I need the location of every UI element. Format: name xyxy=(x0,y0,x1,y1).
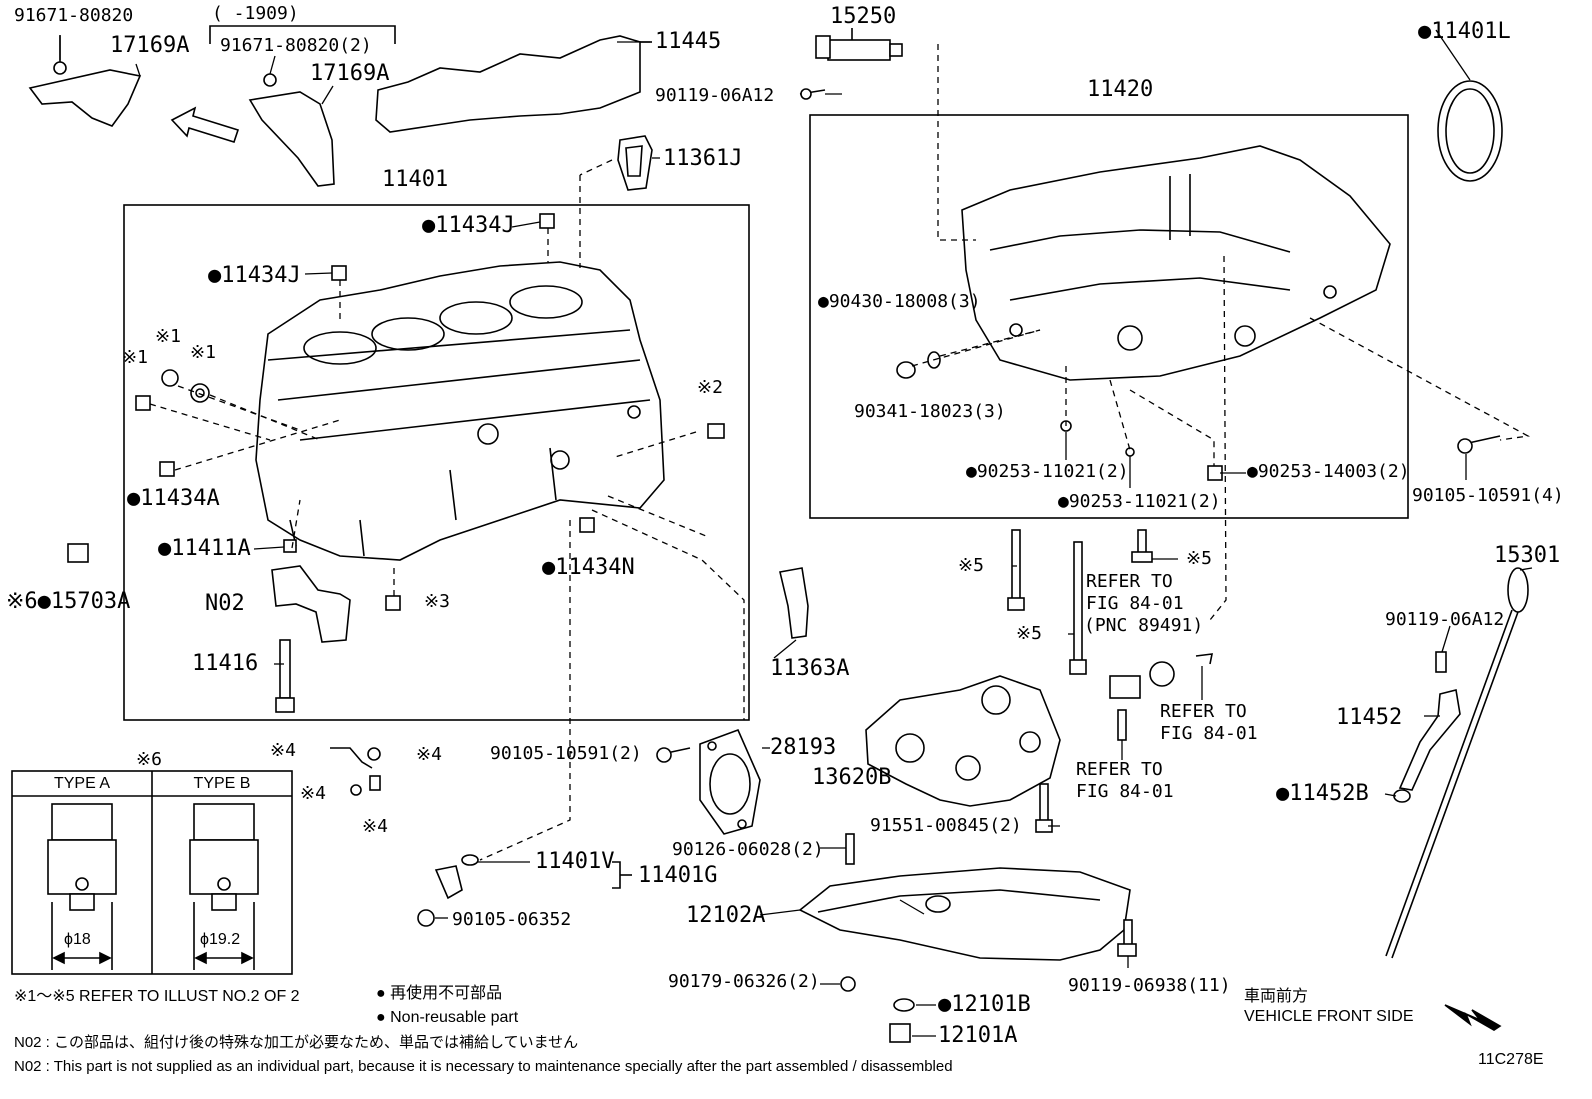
label-11445: 11445 xyxy=(655,29,722,54)
cylinder-block-frame xyxy=(123,204,750,721)
label-11411a: ●11411A xyxy=(158,536,251,561)
label-11401g: 11401G xyxy=(638,863,718,888)
label-11434n: ●11434N xyxy=(542,555,635,580)
legend-nonreuse-jp: ● 再使用不可部品 xyxy=(376,985,503,1002)
legend-refer-note: ※1～※5 REFER TO ILLUST NO.2 OF 2 xyxy=(14,988,300,1005)
label-90119-06938: 90119-06938(11) xyxy=(1068,975,1231,996)
label-15301: 15301 xyxy=(1494,543,1561,568)
label-11420: 11420 xyxy=(1087,77,1154,102)
type-b-header: TYPE B xyxy=(193,775,251,792)
label-note1-c: ※1 xyxy=(122,347,148,368)
label-11416: 11416 xyxy=(192,651,259,676)
label-note5-b: ※5 xyxy=(1186,548,1212,569)
label-90105-06352: 90105-06352 xyxy=(452,909,572,930)
label-refer1-line2: FIG 84-01 xyxy=(1086,593,1184,614)
label-90105-10591-2: 90105-10591(2) xyxy=(490,743,642,764)
label-91551-00845: 91551-00845(2) xyxy=(870,815,1022,836)
legend-n02-jp: N02 : この部品は、組付け後の特殊な加工が必要なため、単品では補給していませ… xyxy=(14,1034,579,1051)
label-91671-80820-2: 91671-80820(2) xyxy=(220,35,372,56)
label-11434j-a: ●11434J xyxy=(422,213,515,238)
dimension-18: ϕ18 xyxy=(64,931,91,948)
legend-n02-en: N02 : This part is not supplied as an in… xyxy=(14,1058,953,1075)
label-note5-c: ※5 xyxy=(1016,623,1042,644)
dimension-19-2: ϕ19.2 xyxy=(200,931,241,948)
label-12101b: ●12101B xyxy=(938,992,1031,1017)
label-90179-06326: 90179-06326(2) xyxy=(668,971,820,992)
label-91671-80820: 91671-80820 xyxy=(14,5,134,26)
label-n02: N02 xyxy=(205,591,245,616)
label-28193: 28193 xyxy=(770,735,837,760)
label-refer1-line3: (PNC 89491) xyxy=(1084,615,1204,636)
label-note6: ※6 xyxy=(136,749,162,770)
label-12101a: 12101A xyxy=(938,1023,1018,1048)
label-note1-a: ※1 xyxy=(155,326,181,347)
label-90430-18008: ●90430-18008(3) xyxy=(818,291,981,312)
label-11434a: ●11434A xyxy=(127,486,220,511)
label-11401: 11401 xyxy=(382,167,449,192)
label-90119-06a12-top: 90119-06A12 xyxy=(655,85,775,106)
label-refer2-line1: REFER TO xyxy=(1160,701,1247,722)
label-90253-14003: ●90253-14003(2) xyxy=(1247,461,1410,482)
label-13620b: 13620B xyxy=(812,765,892,790)
label-90119-06a12-right: 90119-06A12 xyxy=(1385,609,1505,630)
label-90105-10591-4: 90105-10591(4) xyxy=(1412,485,1564,506)
label-90341-18023: 90341-18023(3) xyxy=(854,401,1006,422)
legend-nonreuse-en: ● Non-reusable part xyxy=(376,1009,519,1026)
label-note5-a: ※5 xyxy=(958,555,984,576)
label-note4-a: ※4 xyxy=(270,740,296,761)
label-11434j-b: ●11434J xyxy=(208,263,301,288)
label-note2: ※2 xyxy=(697,377,723,398)
label-90126-06028: 90126-06028(2) xyxy=(672,839,824,860)
label-note4-d: ※4 xyxy=(362,816,388,837)
label-11401l: ●11401L xyxy=(1418,19,1511,44)
label-90253-11021-b: ●90253-11021(2) xyxy=(1058,491,1221,512)
label-note4-b: ※4 xyxy=(416,744,442,765)
label-11452: 11452 xyxy=(1336,705,1403,730)
label-refer3-line1: REFER TO xyxy=(1076,759,1163,780)
label-note4-c: ※4 xyxy=(300,783,326,804)
label-90253-11021-a: ●90253-11021(2) xyxy=(966,461,1129,482)
label-12102a: 12102A xyxy=(686,903,766,928)
crankcase-frame xyxy=(809,114,1409,519)
label-11401v: 11401V xyxy=(535,849,615,874)
label-refer2-line2: FIG 84-01 xyxy=(1160,723,1258,744)
type-a-header: TYPE A xyxy=(53,775,111,792)
vehicle-front-jp: 車両前方 xyxy=(1244,988,1309,1005)
label-note1-b: ※1 xyxy=(190,342,216,363)
label-11452b: ●11452B xyxy=(1276,781,1369,806)
label-refer3-line2: FIG 84-01 xyxy=(1076,781,1174,802)
label-15703a: ※6●15703A xyxy=(6,589,131,614)
diagram-code: 11C278E xyxy=(1478,1051,1544,1068)
label-refer1-line1: REFER TO xyxy=(1086,571,1173,592)
label-15250: 15250 xyxy=(830,4,897,29)
label-11361j: 11361J xyxy=(663,146,743,171)
label-note3: ※3 xyxy=(424,591,450,612)
label-range-1909: ( -1909) xyxy=(212,3,299,24)
label-17169a-left: 17169A xyxy=(110,33,190,58)
vehicle-front-en: VEHICLE FRONT SIDE xyxy=(1244,1008,1414,1025)
label-17169a-right: 17169A xyxy=(310,61,390,86)
label-11363a: 11363A xyxy=(770,656,850,681)
